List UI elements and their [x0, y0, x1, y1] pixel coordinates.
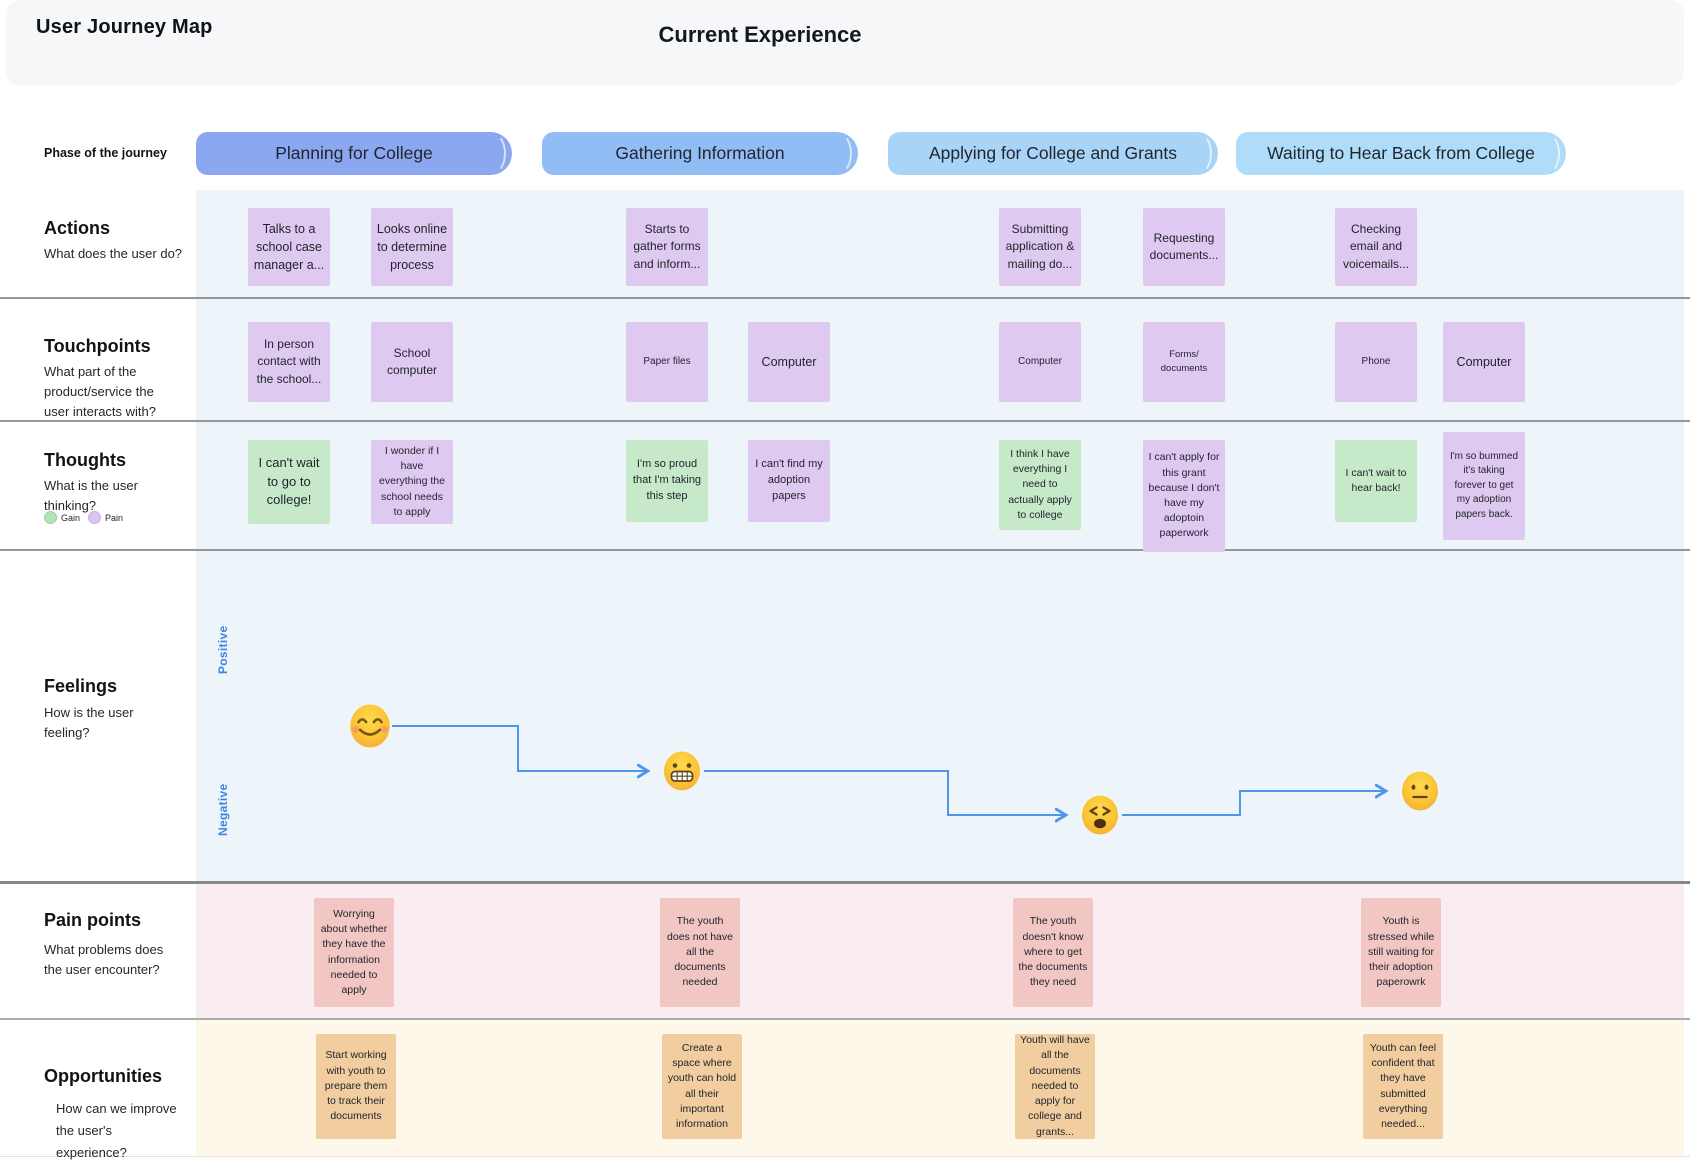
phase-row-label: Phase of the journey — [44, 146, 167, 160]
actions-row-title: Actions — [44, 218, 111, 238]
feelings-row-subtitle: How is the user feeling? — [44, 705, 134, 740]
pain-point-card[interactable]: The youth does not have all the document… — [660, 898, 740, 1007]
actions-row-subtitle: What does the user do? — [44, 246, 183, 261]
emoji-smiling-face-icon[interactable] — [348, 704, 392, 748]
action-card[interactable]: Starts to gather forms and inform... — [626, 208, 708, 286]
legend-pain: Pain — [88, 511, 123, 524]
opportunity-card[interactable]: Youth can feel confident that they have … — [1363, 1034, 1443, 1139]
touchpoint-card[interactable]: Computer — [1443, 322, 1525, 402]
thought-card-pain[interactable]: I can't find my adoption papers — [748, 440, 830, 522]
pain-points-row-title: Pain points — [44, 910, 142, 930]
phase-pill-gathering-information[interactable]: Gathering Information — [542, 132, 858, 175]
action-card[interactable]: Talks to a school case manager a... — [248, 208, 330, 286]
touchpoint-card[interactable]: Computer — [748, 322, 830, 402]
pain-points-background — [196, 884, 1684, 1018]
feelings-row-title: Feelings — [44, 676, 118, 696]
emoji-grimacing-face-icon[interactable] — [662, 751, 702, 791]
opportunity-card[interactable]: Create a space where youth can hold all … — [662, 1034, 742, 1139]
phase-pill-label: Waiting to Hear Back from College — [1267, 143, 1535, 163]
row-divider — [0, 881, 1690, 884]
action-card[interactable]: Submitting application & mailing do... — [999, 208, 1081, 286]
thought-card-gain[interactable]: I'm so proud that I'm taking this step — [626, 440, 708, 522]
gain-color-dot — [44, 511, 57, 524]
touchpoint-card[interactable]: Paper files — [626, 322, 708, 402]
row-divider — [0, 297, 1690, 299]
thought-card-pain[interactable]: I can't apply for this grant because I d… — [1143, 440, 1225, 552]
phase-pill-label: Planning for College — [275, 143, 433, 163]
pain-point-card[interactable]: Worrying about whether they have the inf… — [314, 898, 394, 1007]
touchpoints-row-title: Touchpoints — [44, 336, 151, 356]
phase-pill-applying-for-college-and-grants[interactable]: Applying for College and Grants — [888, 132, 1218, 175]
action-card[interactable]: Looks online to determine process — [371, 208, 453, 286]
pain-points-row-subtitle: What problems does the user encounter? — [44, 942, 164, 977]
pain-point-card[interactable]: The youth doesn't know where to get the … — [1013, 898, 1093, 1007]
opportunity-card[interactable]: Youth will have all the documents needed… — [1015, 1034, 1095, 1139]
legend-pain-label: Pain — [105, 512, 124, 523]
row-divider — [0, 420, 1690, 422]
phase-pill-waiting-to-hear-back[interactable]: Waiting to Hear Back from College — [1236, 132, 1566, 175]
action-card[interactable]: Checking email and voicemails... — [1335, 208, 1417, 286]
opportunities-row-title: Opportunities — [44, 1066, 162, 1086]
emoji-weary-face-icon[interactable] — [1080, 795, 1120, 835]
thought-card-gain[interactable]: I can't wait to go to college! — [248, 440, 330, 524]
touchpoint-card[interactable]: Forms/ documents — [1143, 322, 1225, 402]
touchpoints-row-subtitle: What part of the product/service the use… — [44, 364, 156, 419]
feelings-axis-positive: Positive — [216, 625, 230, 674]
thought-card-gain[interactable]: I think I have everything I need to actu… — [999, 440, 1081, 530]
legend-gain: Gain — [44, 511, 80, 524]
phase-pill-label: Gathering Information — [615, 143, 785, 163]
thought-card-pain[interactable]: I'm so bummed it's taking forever to get… — [1443, 432, 1525, 540]
phase-pill-label: Applying for College and Grants — [928, 143, 1178, 163]
row-divider — [0, 1156, 1690, 1157]
thought-card-pain[interactable]: I wonder if I have everything the school… — [371, 440, 453, 524]
board-title: Current Experience — [658, 22, 862, 47]
emoji-neutral-face-icon[interactable] — [1400, 771, 1440, 811]
touchpoint-card[interactable]: School computer — [371, 322, 453, 402]
legend-gain-label: Gain — [61, 512, 81, 523]
opportunities-row-subtitle: How can we improve the user's experience… — [56, 1101, 177, 1160]
thoughts-row-subtitle: What is the user thinking? — [44, 478, 138, 513]
touchpoint-card[interactable]: Computer — [999, 322, 1081, 402]
opportunity-card[interactable]: Start working with youth to prepare them… — [316, 1034, 396, 1139]
touchpoint-card[interactable]: In person contact with the school... — [248, 322, 330, 402]
board-header: User Journey Map Current Experience — [6, 0, 1684, 86]
touchpoint-card[interactable]: Phone — [1335, 322, 1417, 402]
action-card[interactable]: Requesting documents... — [1143, 208, 1225, 286]
row-divider — [0, 549, 1690, 551]
row-divider — [0, 1018, 1690, 1020]
thought-card-gain[interactable]: I can't wait to hear back! — [1335, 440, 1417, 522]
page-title: User Journey Map — [36, 16, 213, 38]
feelings-axis-negative: Negative — [216, 783, 230, 836]
opportunities-background — [196, 1020, 1684, 1156]
pain-point-card[interactable]: Youth is stressed while still waiting fo… — [1361, 898, 1441, 1007]
thoughts-row-title: Thoughts — [44, 450, 126, 470]
phase-pill-planning-for-college[interactable]: Planning for College — [196, 132, 512, 175]
pain-color-dot — [88, 511, 101, 524]
